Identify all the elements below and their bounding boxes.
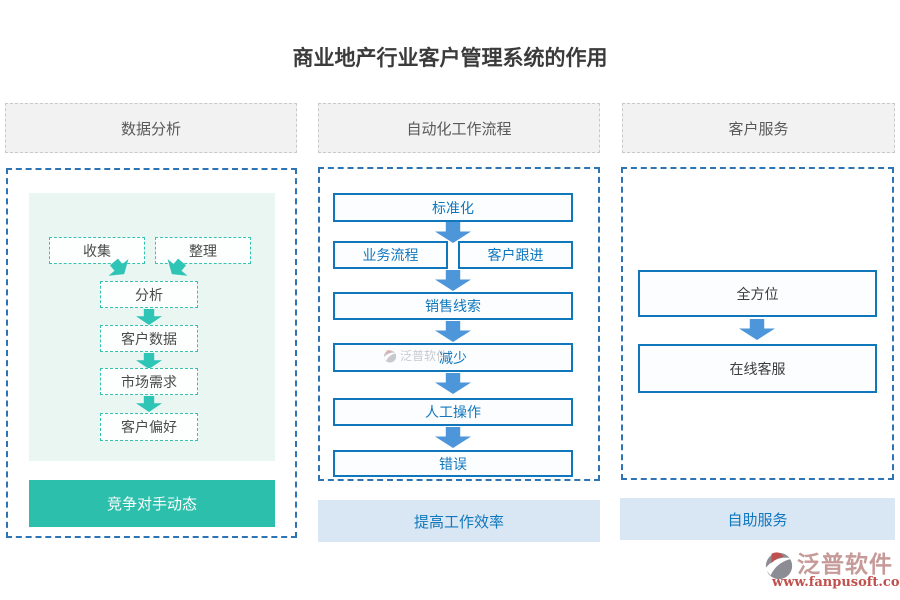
flow-node-label: 业务流程 <box>362 247 419 263</box>
flow-node-label: 客户偏好 <box>121 419 177 435</box>
automation-footer-bar: 提高工作效率 <box>318 500 600 542</box>
competitor-dynamics-label: 竞争对手动态 <box>106 496 197 513</box>
customer-service-footer-label: 自助服务 <box>727 511 788 529</box>
flow-node-label: 客户跟进 <box>487 247 544 263</box>
fanpu-logo-url: www.fanpusoft.com <box>772 575 900 590</box>
flow-node-label: 收集 <box>83 242 111 259</box>
column-header-customer-service: 客户服务 <box>622 103 895 153</box>
flow-node-all-round: 全方位 <box>638 270 877 317</box>
flow-node-sales-leads: 销售线索 <box>333 292 573 320</box>
flow-node-collect: 收集 <box>49 237 145 264</box>
flow-node-errors: 错误 <box>333 450 573 477</box>
flow-node-label: 客户数据 <box>121 330 177 347</box>
flow-node-organize: 整理 <box>155 237 251 264</box>
flow-node-label: 在线客服 <box>729 360 786 377</box>
flow-node-label: 错误 <box>439 455 467 472</box>
flow-node-customer-preference: 客户偏好 <box>100 413 198 441</box>
page-title: 商业地产行业客户管理系统的作用 <box>292 45 608 70</box>
fanpu-logo: 泛普软件 www.fanpusoft.com <box>764 549 900 594</box>
flow-node-customer-followup: 客户跟进 <box>458 241 573 269</box>
flow-node-customer-data: 客户数据 <box>100 325 198 352</box>
flow-node-label: 市场需求 <box>121 373 177 390</box>
flow-node-label: 整理 <box>189 242 217 259</box>
flow-node-label: 标准化 <box>432 199 474 216</box>
flow-node-online-support: 在线客服 <box>638 344 877 393</box>
automation-footer-label: 提高工作效率 <box>413 513 504 531</box>
flow-node-reduce: 减少 <box>333 343 573 372</box>
fanpu-logo-brand: 泛普软件 <box>797 551 893 578</box>
column-header-data-analysis: 数据分析 <box>5 103 297 153</box>
flow-node-label: 减少 <box>439 349 467 366</box>
competitor-dynamics-bar: 竞争对手动态 <box>29 480 275 527</box>
flow-node-standardization: 标准化 <box>333 193 573 222</box>
customer-service-footer-bar: 自助服务 <box>620 498 895 540</box>
fanpu-logo-icon <box>764 552 794 580</box>
flow-node-business-process: 业务流程 <box>333 241 448 269</box>
flow-node-manual-operation: 人工操作 <box>333 398 573 426</box>
flow-node-analyze: 分析 <box>100 281 198 308</box>
column-header-label: 数据分析 <box>120 120 181 138</box>
flow-node-label: 全方位 <box>736 285 779 302</box>
flow-node-label: 人工操作 <box>425 404 481 420</box>
flow-node-market-demand: 市场需求 <box>100 368 198 395</box>
column-header-label: 客户服务 <box>728 120 789 138</box>
column-header-automation: 自动化工作流程 <box>318 103 600 153</box>
flow-node-label: 分析 <box>135 286 163 303</box>
flow-node-label: 销售线索 <box>425 298 481 314</box>
column-header-label: 自动化工作流程 <box>406 120 512 138</box>
